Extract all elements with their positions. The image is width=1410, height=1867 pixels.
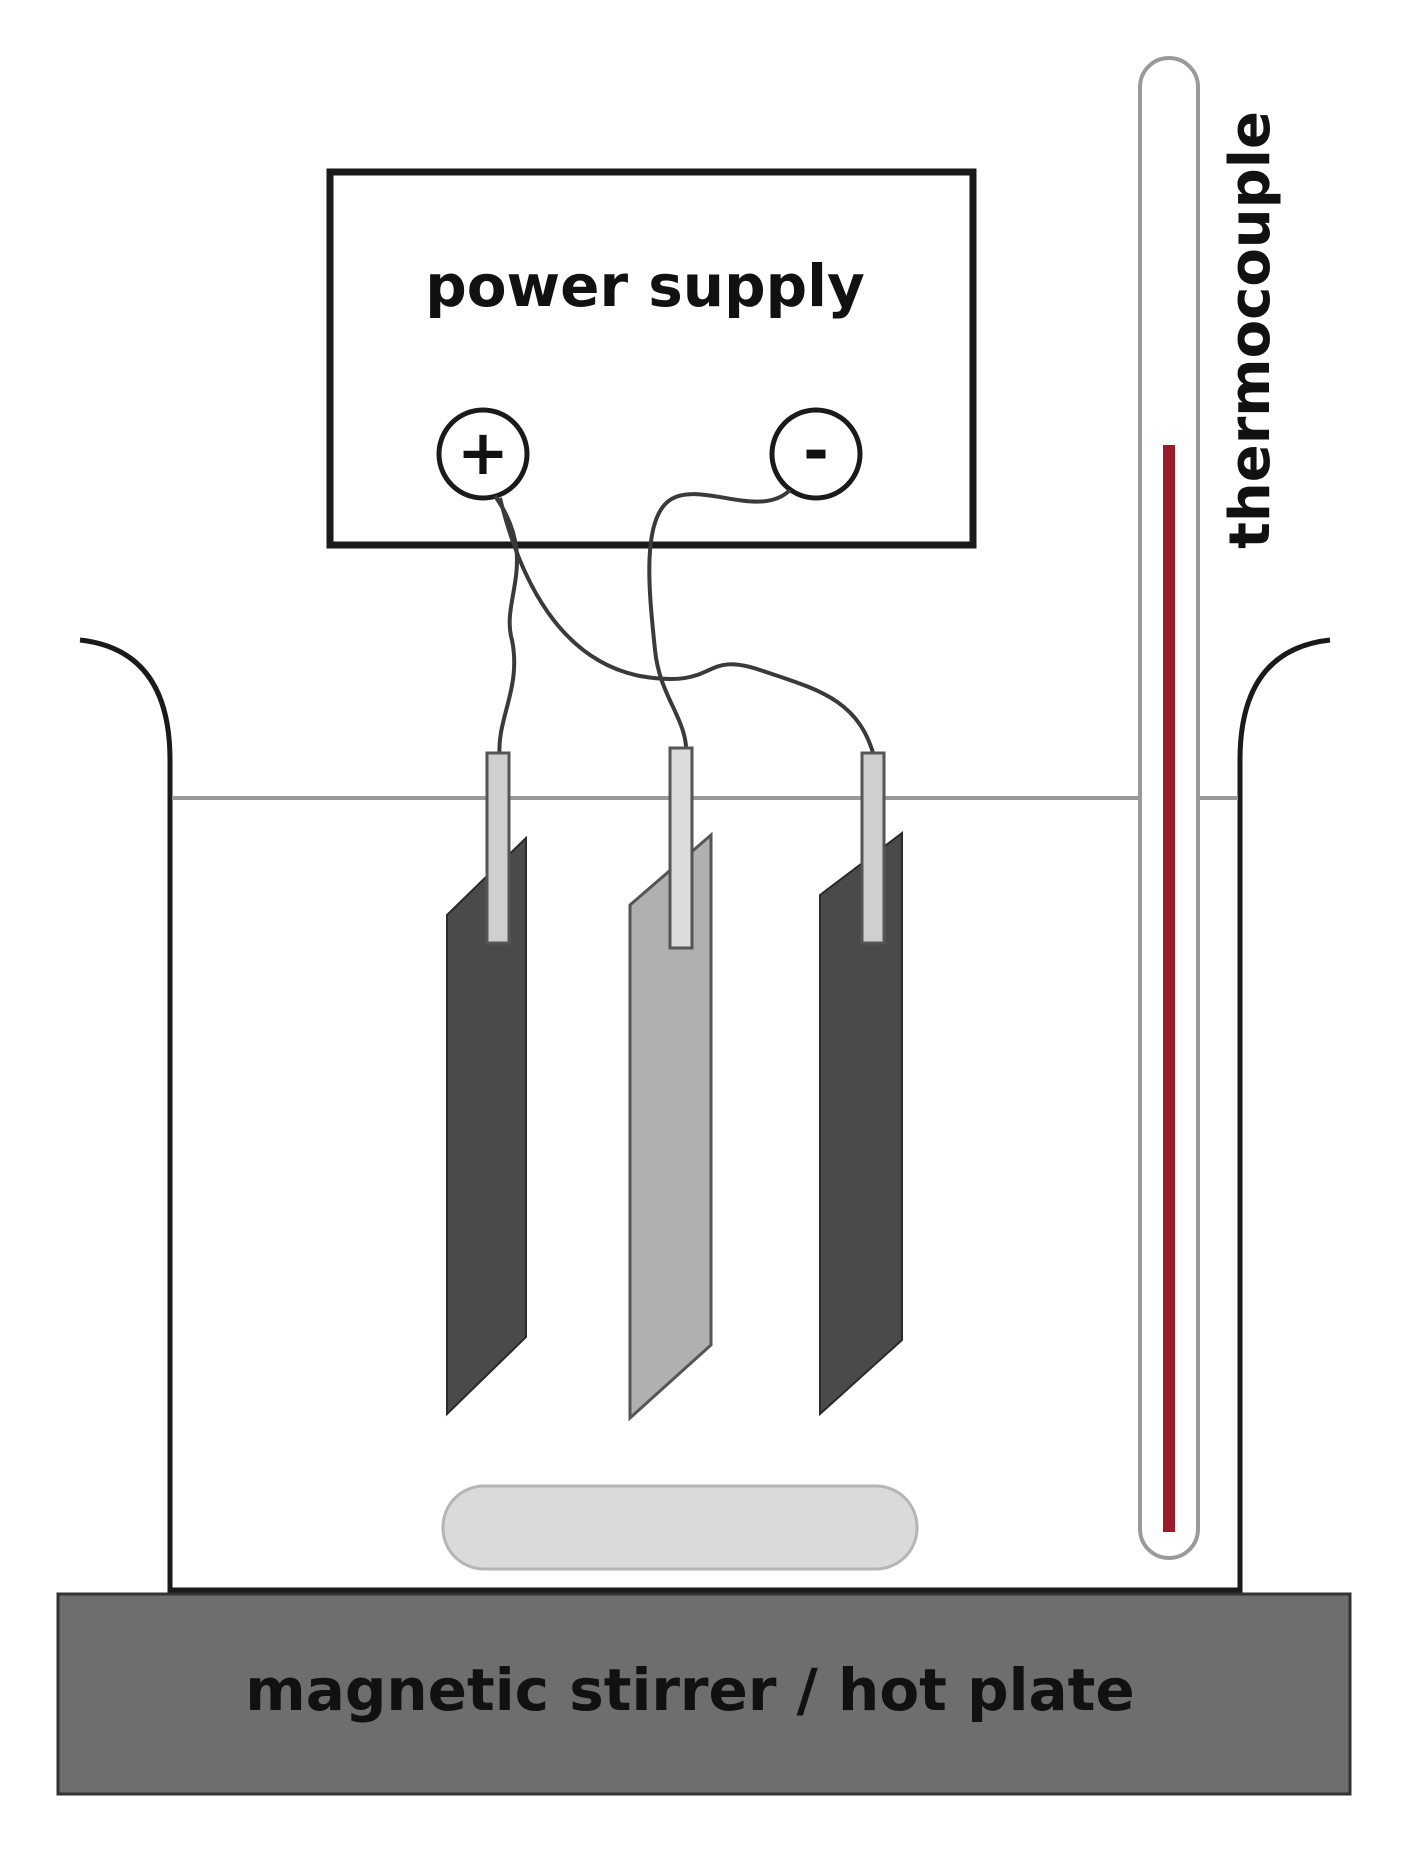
negative-terminal: -: [769, 407, 863, 501]
magnetic-stir-bar: [441, 1484, 919, 1571]
left-electrode-tab: [485, 751, 511, 945]
power-supply-label: power supply: [425, 252, 865, 320]
hot-plate-label: magnetic stirrer / hot plate: [245, 1656, 1134, 1724]
wire-negative-to-center-electrode: [647, 488, 792, 761]
wire-positive-to-right-electrode: [498, 497, 877, 761]
positive-terminal-symbol: +: [457, 416, 509, 489]
center-electrode-tab: [668, 746, 694, 950]
power-supply-box: [326, 168, 977, 549]
thermocouple: [1138, 56, 1200, 1560]
thermocouple-label: thermocouple: [1218, 111, 1283, 549]
negative-terminal-symbol: -: [803, 414, 829, 487]
beaker: [79, 637, 1331, 1593]
hot-plate: [56, 1592, 1352, 1796]
right-electrode: [819, 751, 903, 1417]
center-electrode: [628, 746, 713, 1422]
positive-terminal: +: [436, 407, 530, 501]
left-electrode: [446, 751, 527, 1417]
right-electrode-tab: [860, 751, 886, 945]
